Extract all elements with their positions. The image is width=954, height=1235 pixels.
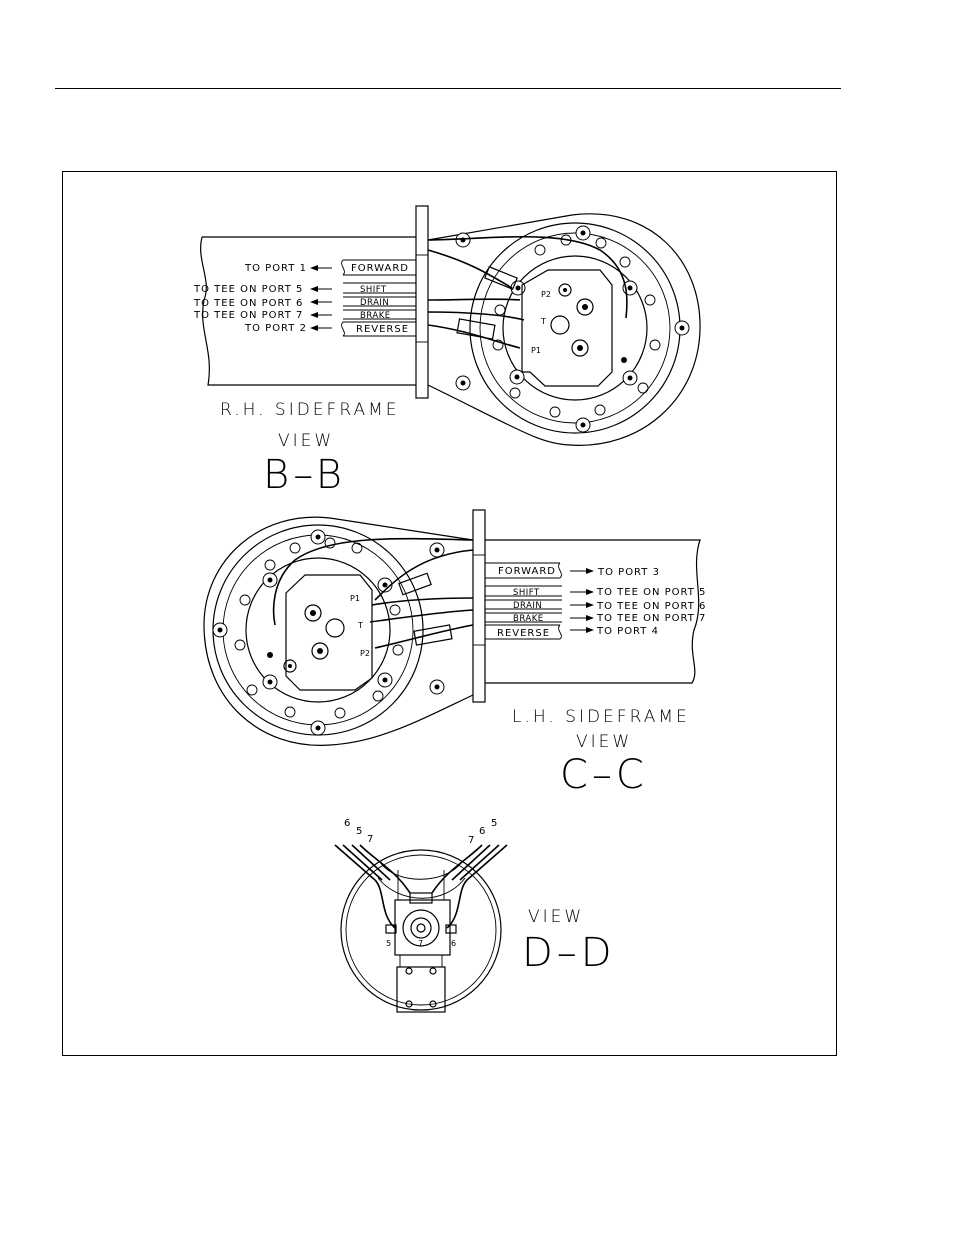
rh-view-word: VIEW — [278, 431, 334, 451]
dd-outer-tube — [340, 849, 502, 1011]
lh-hose-labels: FORWARD SHIFT DRAIN BRAKE REVERSE — [485, 562, 562, 640]
rh-callout: TO TEE ON PORT 6 — [193, 298, 303, 309]
lh-hose-shift: SHIFT — [513, 588, 540, 598]
rh-motor — [521, 269, 613, 387]
rh-view-id: B–B — [263, 452, 346, 498]
view-bb: P2 T P1 FORWARD SHIFT DRAIN BRAKE REVERS… — [193, 205, 701, 498]
view-dd: 6 5 7 7 6 5 5 7 6 VIEW D–D — [334, 818, 616, 1013]
lh-callout: TO TEE ON PORT 7 — [596, 613, 706, 624]
lh-port-label: P1 — [350, 594, 360, 603]
rh-callouts: TO PORT 1 TO TEE ON PORT 5 TO TEE ON POR… — [193, 263, 332, 334]
rh-hose-labels: FORWARD SHIFT DRAIN BRAKE REVERSE — [341, 259, 416, 337]
dd-tube-number: 7 — [367, 834, 374, 845]
rh-hose-brake: BRAKE — [360, 311, 391, 321]
rh-port-label: P1 — [531, 346, 541, 355]
lh-plate — [472, 509, 486, 703]
top-rule — [55, 88, 841, 89]
rh-callout: TO PORT 1 — [244, 263, 307, 274]
lh-housing — [203, 516, 474, 746]
lh-hose-drain: DRAIN — [513, 601, 542, 611]
rh-port-label: T — [540, 317, 546, 326]
rh-caption: R.H. SIDEFRAME — [220, 400, 399, 420]
lh-port-label: P2 — [360, 649, 370, 658]
dd-port-number: 5 — [386, 939, 391, 948]
dd-view-word: VIEW — [528, 907, 584, 927]
dd-tube-number: 6 — [479, 826, 486, 837]
dd-bracket — [396, 966, 446, 1013]
dd-port-number: 6 — [451, 939, 456, 948]
view-cc: P1 T P2 FORWARD SHIFT DRAIN BRAKE REVERS… — [203, 509, 706, 798]
figure-frame — [62, 171, 837, 1056]
dd-tube-number: 7 — [468, 835, 475, 846]
rh-hose-reverse: REVERSE — [356, 324, 409, 335]
lh-callout: TO TEE ON PORT 6 — [596, 601, 706, 612]
lh-hose-forward: FORWARD — [498, 566, 556, 577]
dd-port-number: 7 — [418, 939, 423, 948]
lh-port-label: T — [357, 621, 363, 630]
dd-view-id: D–D — [522, 930, 616, 976]
lh-hose-brake: BRAKE — [513, 614, 544, 624]
lh-hose-reverse: REVERSE — [497, 628, 550, 639]
lh-callout: TO PORT 3 — [597, 567, 660, 578]
rh-sideframe-beam — [200, 236, 416, 386]
dd-tube-number: 5 — [491, 818, 498, 829]
lh-view-id: C–C — [560, 752, 648, 798]
lh-callouts: TO PORT 3 TO TEE ON PORT 5 TO TEE ON POR… — [570, 567, 706, 637]
lh-motor — [285, 574, 373, 691]
dd-tube-number: 6 — [344, 818, 351, 829]
lh-caption: L.H. SIDEFRAME — [512, 707, 690, 727]
rh-hose-shift: SHIFT — [360, 285, 387, 295]
lh-callout: TO PORT 4 — [596, 626, 659, 637]
rh-callout: TO TEE ON PORT 7 — [193, 310, 303, 321]
rh-housing — [427, 213, 701, 446]
rh-callout: TO TEE ON PORT 5 — [193, 284, 303, 295]
dd-tube-number: 5 — [356, 826, 363, 837]
rh-plate — [415, 205, 429, 399]
lh-view-word: VIEW — [576, 732, 632, 752]
rh-port-label: P2 — [541, 290, 551, 299]
lh-callout: TO TEE ON PORT 5 — [596, 587, 706, 598]
rh-hose-drain: DRAIN — [360, 298, 389, 308]
rh-callout: TO PORT 2 — [244, 323, 307, 334]
lh-sideframe-beam — [485, 539, 701, 684]
rh-hose-forward: FORWARD — [351, 263, 409, 274]
